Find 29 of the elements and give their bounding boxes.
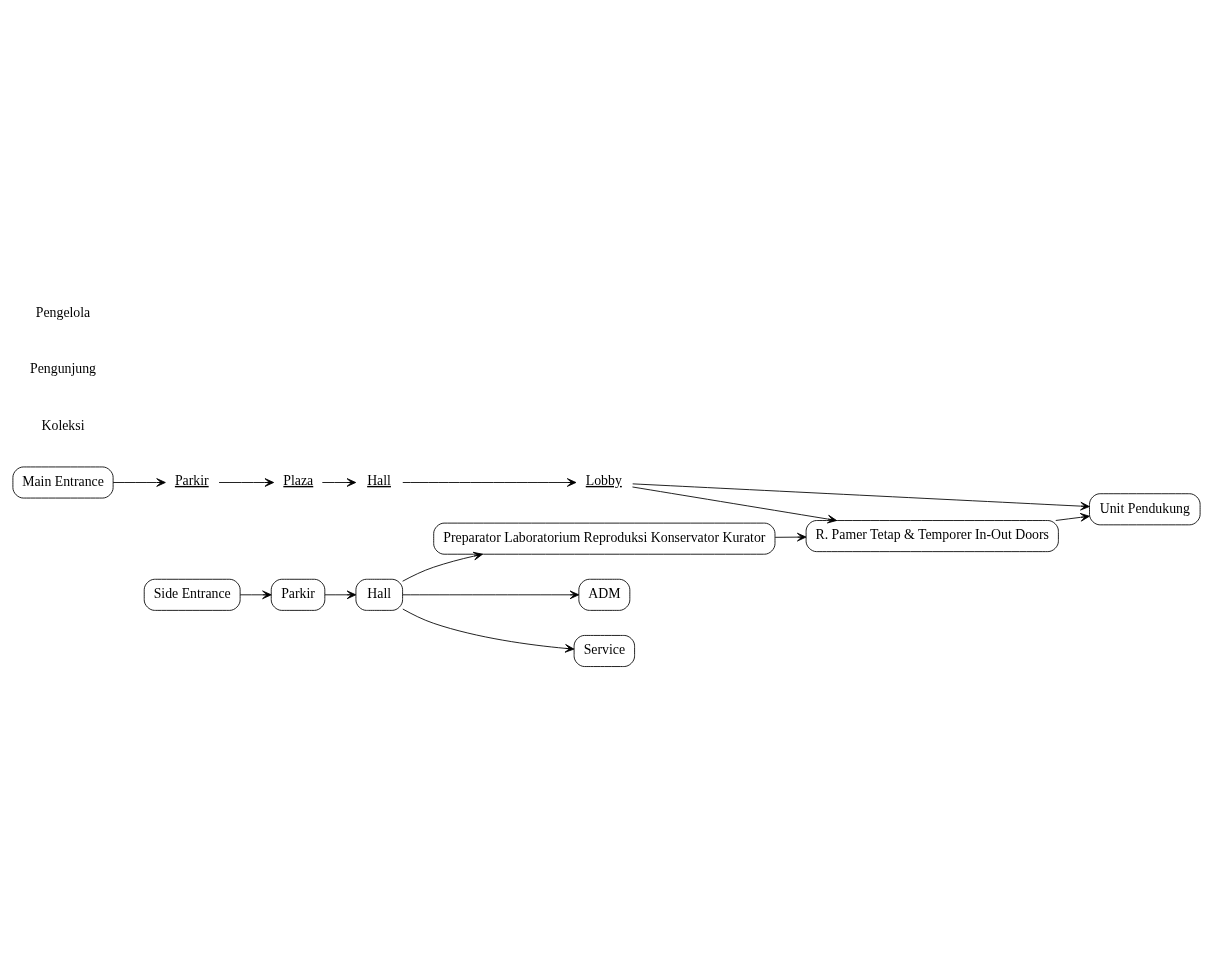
arrow	[774, 532, 807, 541]
node-box: Service	[573, 634, 635, 667]
node-box: Side Entrance	[143, 578, 241, 611]
arrow	[402, 590, 580, 599]
arrow	[632, 482, 1090, 510]
node-text: Plaza	[283, 472, 314, 488]
arrow	[324, 590, 357, 599]
label: Pengelola	[35, 304, 91, 320]
node-box: Preparator Laboratorium Reproduksi Konservator Kurator	[433, 522, 776, 555]
arrow	[632, 486, 837, 523]
arrow	[402, 477, 577, 487]
arrow	[402, 551, 483, 582]
label: Koleksi	[41, 417, 85, 433]
arrow	[218, 477, 275, 487]
node-box: Parkir	[270, 578, 326, 611]
node-box: ADM	[578, 578, 631, 611]
node-box: R. Pamer Tetap & Temporer In-Out Doors	[805, 519, 1059, 552]
arrow	[1055, 512, 1090, 522]
arrow	[321, 477, 357, 487]
arrow	[239, 590, 272, 599]
node-box: Unit Pendukung	[1089, 492, 1201, 525]
node-text: Parkir	[174, 472, 209, 488]
arrow	[112, 477, 166, 487]
node-text: Lobby	[585, 472, 622, 488]
arrow	[402, 608, 575, 653]
label: Pengunjung	[30, 360, 97, 376]
node-text: Hall	[367, 472, 391, 488]
node-box: Hall	[355, 578, 403, 611]
node-box: Main Entrance	[12, 466, 114, 498]
